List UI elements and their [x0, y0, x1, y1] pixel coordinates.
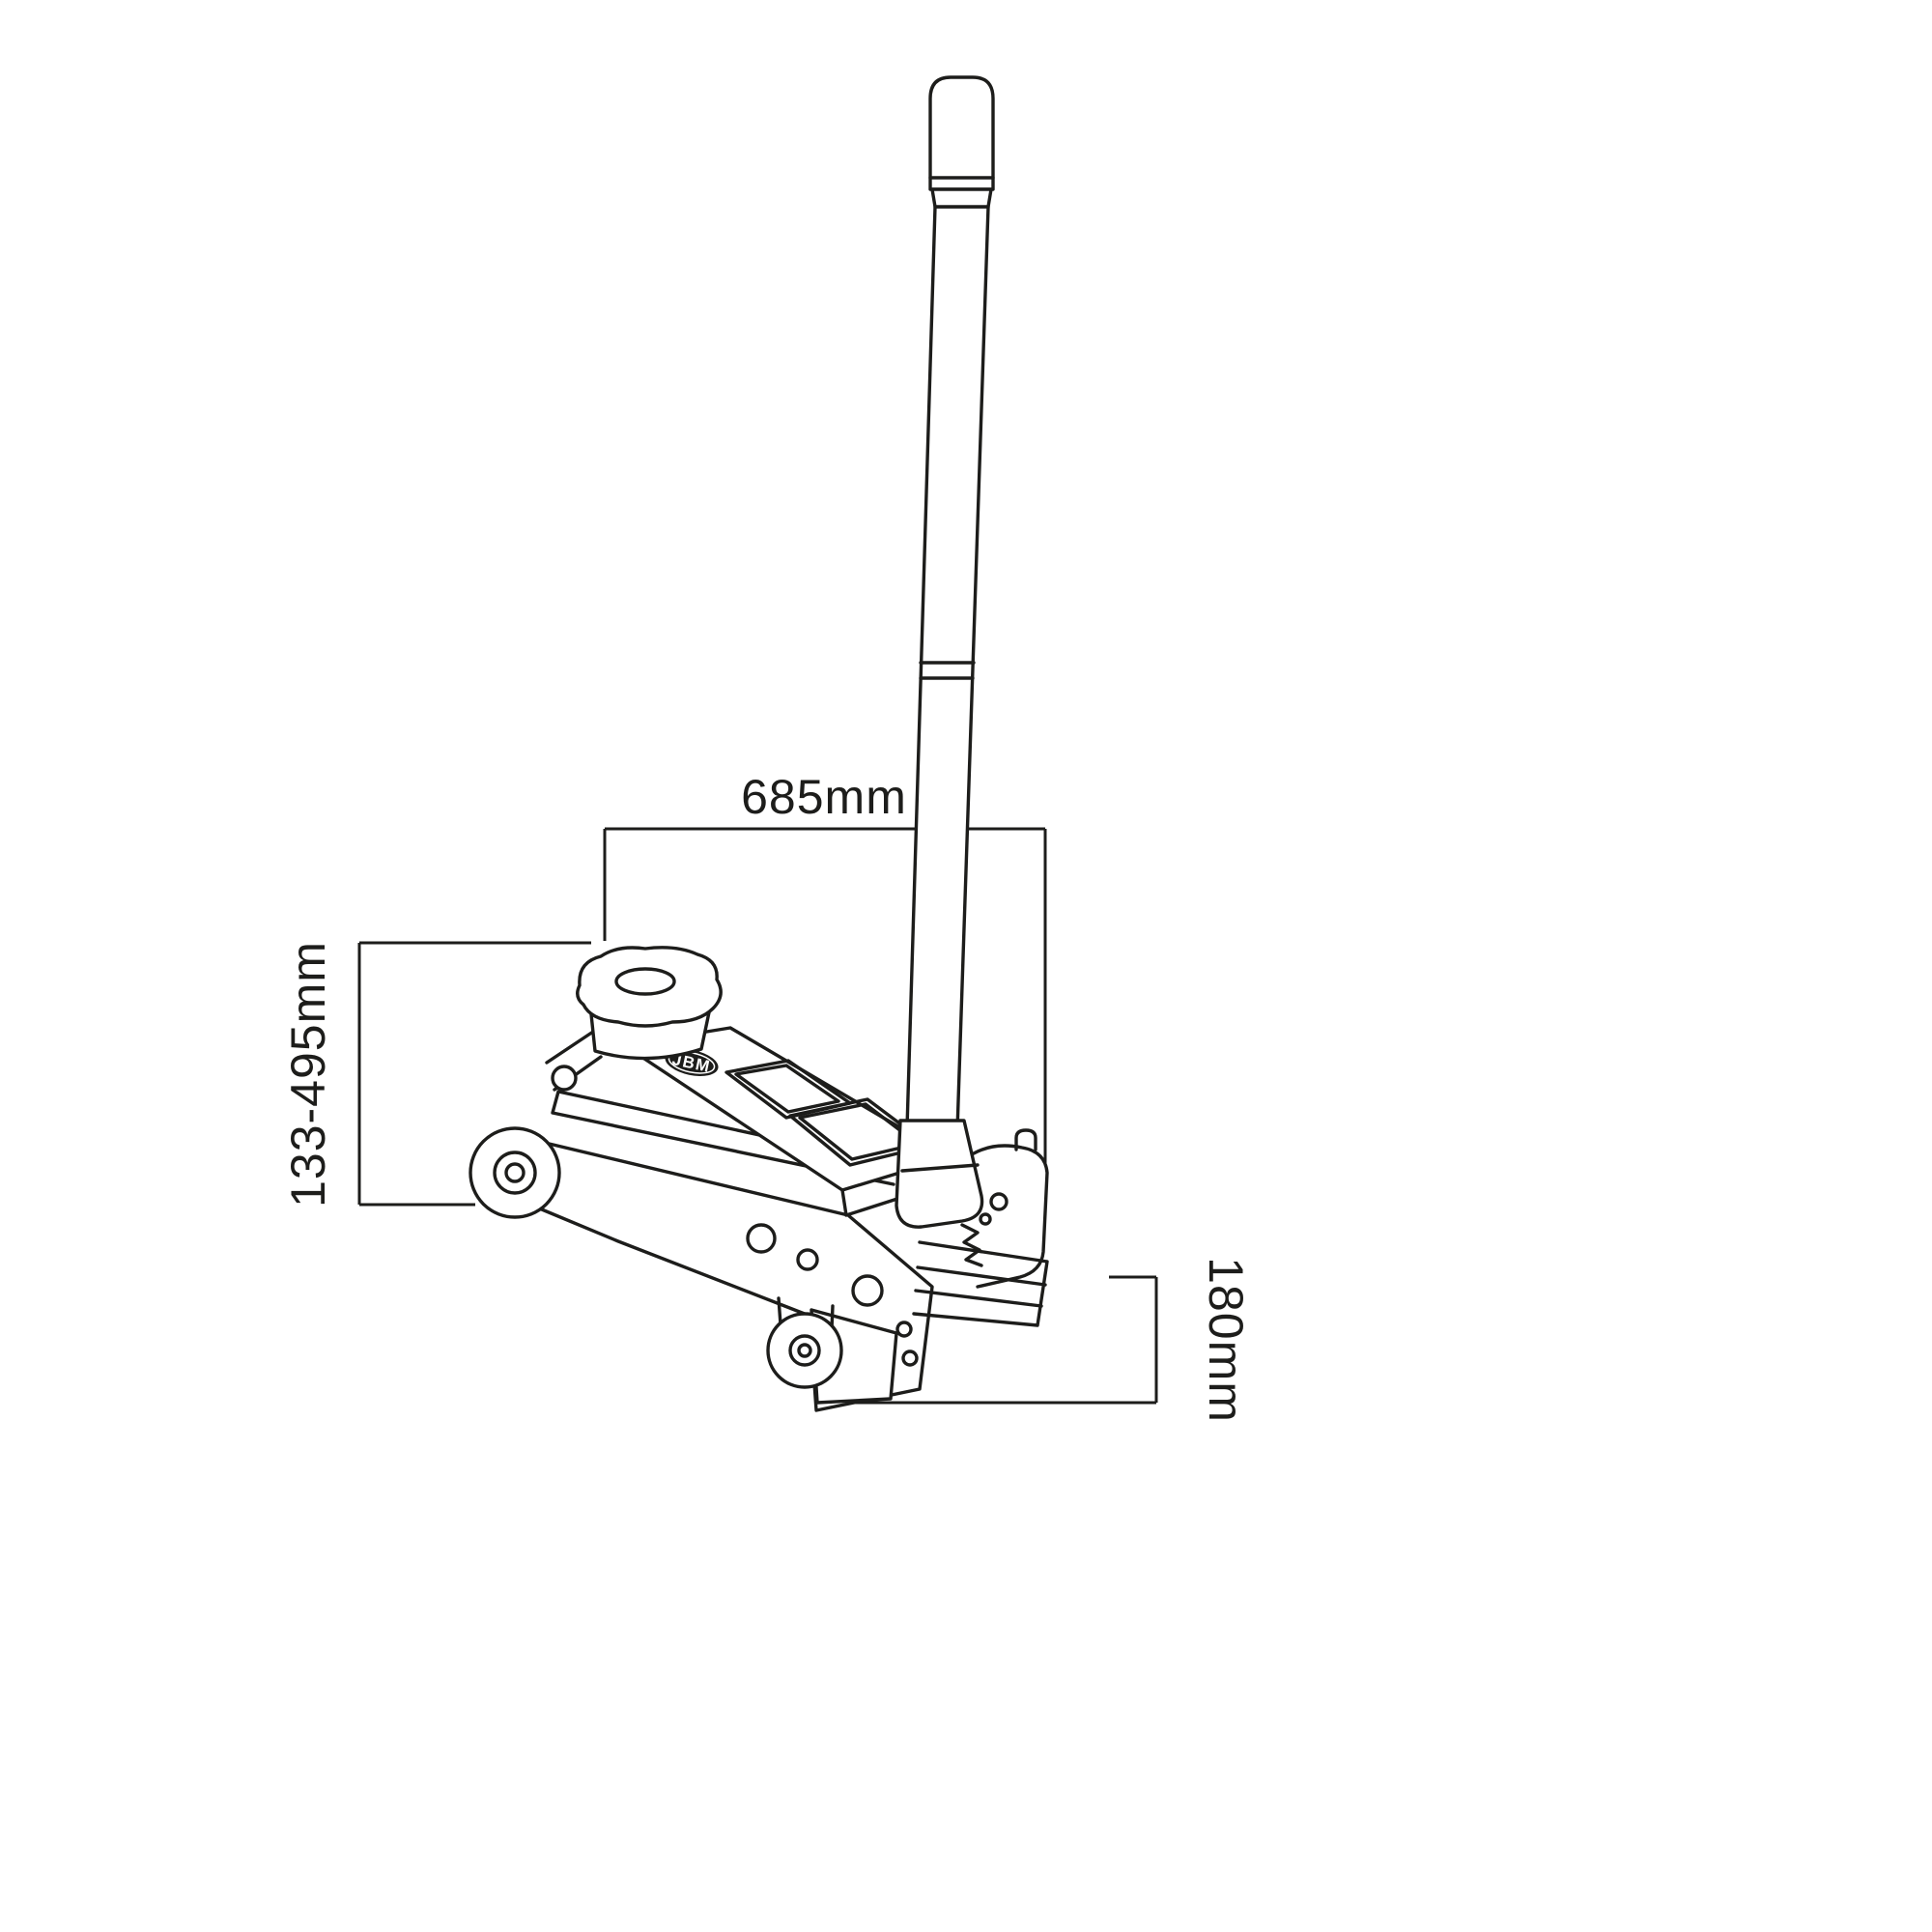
saddle-pad-recess	[614, 967, 676, 996]
pump-filler-cap	[1014, 1128, 1037, 1151]
rear-wheel-tire	[469, 1126, 561, 1219]
front-bolt-hole-top	[895, 1321, 913, 1338]
pump-unit	[912, 1128, 1049, 1327]
chassis-hole-small	[796, 1248, 819, 1271]
pump-housing	[972, 1144, 1049, 1289]
lift-height-dimension-line	[357, 941, 591, 1207]
saddle-assembly	[545, 946, 723, 1092]
jack-body: JBM	[622, 1026, 956, 1217]
rear-wheel-hub	[504, 1162, 526, 1183]
handle-shaft	[904, 205, 990, 1161]
recess-small-inner	[734, 1064, 840, 1114]
handle-grip	[928, 75, 995, 191]
pump-nut-large	[989, 1192, 1009, 1211]
dimension-width: 685mm	[603, 770, 1047, 1186]
saddle-pad	[576, 946, 723, 1028]
front-caster	[766, 1296, 843, 1389]
caster-wheel-tire	[766, 1312, 843, 1389]
dimension-base-height: 180mm	[833, 1257, 1253, 1423]
lift-arm-pivot	[551, 1065, 578, 1092]
rear-wheel-rim	[493, 1151, 537, 1195]
handle-socket-detail	[900, 1163, 980, 1173]
base-height-dimension-line	[833, 1275, 1158, 1405]
dimension-lift-height: 133-495mm	[281, 941, 591, 1208]
chassis-hole-large-right	[851, 1274, 884, 1307]
caster-wheel-hub	[797, 1343, 812, 1358]
lift-height-dimension-label: 133-495mm	[281, 941, 335, 1208]
chassis-holes	[746, 1223, 919, 1367]
width-dimension-line	[603, 827, 1047, 1186]
pump-nut-small	[979, 1212, 992, 1226]
handle-socket	[895, 1119, 984, 1229]
handle-collar	[919, 661, 976, 680]
base-plates	[912, 1240, 1049, 1327]
rear-wheel	[469, 1126, 561, 1219]
front-bolt-hole-bottom	[901, 1350, 919, 1367]
release-spring	[960, 1223, 983, 1267]
handle	[895, 75, 995, 1229]
width-dimension-label: 685mm	[741, 770, 907, 824]
caster-wheel-rim	[788, 1334, 821, 1367]
chassis-hole-large-left	[746, 1223, 777, 1254]
base-height-dimension-label: 180mm	[1199, 1257, 1253, 1423]
floor-jack-drawing: JBM	[469, 75, 1049, 1412]
handle-ferrule	[930, 187, 993, 209]
